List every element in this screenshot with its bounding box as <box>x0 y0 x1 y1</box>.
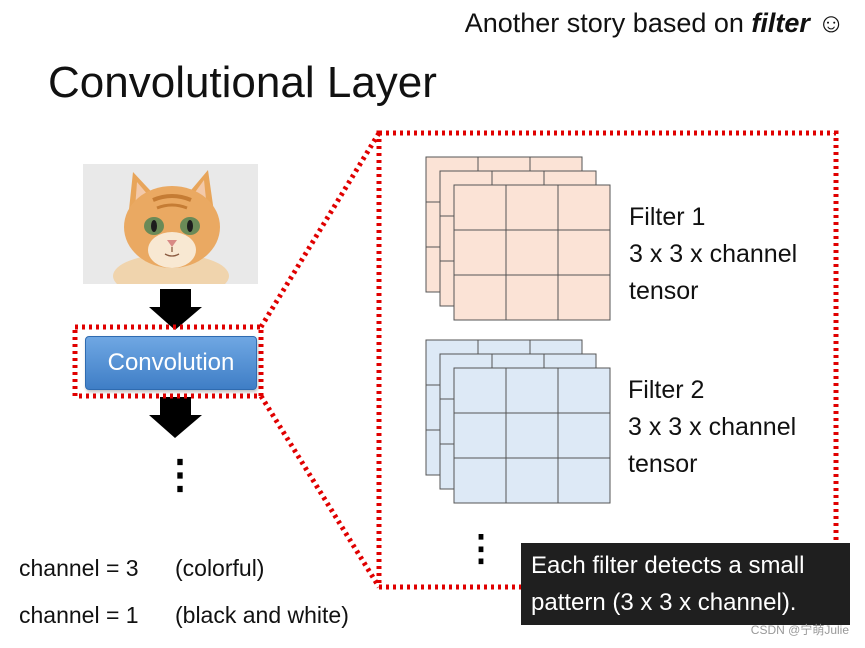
filter-1-stack <box>425 156 611 321</box>
filter-2-stack <box>425 339 611 504</box>
filter-ellipsis: ⋮ <box>463 527 499 568</box>
convolution-button[interactable]: Convolution <box>85 336 257 390</box>
subtitle: Another story based on filter ☺ <box>464 8 845 38</box>
page-title: Convolutional Layer <box>48 58 437 107</box>
filter-layer-3 <box>453 184 611 321</box>
down-arrow-icon <box>149 397 202 438</box>
filter-2-label: Filter 2 3 x 3 x channel tensor <box>628 376 797 478</box>
down-arrow-icon <box>149 289 202 330</box>
channel-3-note: (colorful) <box>175 555 265 581</box>
caption-box: Each filter detects a small pattern (3 x… <box>521 543 850 625</box>
smiley-icon: ☺ <box>809 8 845 38</box>
channel-1-text: channel = 1 <box>19 602 139 628</box>
cat-photo <box>83 164 258 284</box>
zoom-line-bottom <box>258 394 382 589</box>
watermark: CSDN @宁萌Julie <box>750 623 849 637</box>
channel-1-note: (black and white) <box>175 602 349 628</box>
filter-1-label: Filter 1 3 x 3 x channel tensor <box>629 203 798 305</box>
channel-3-text: channel = 3 <box>19 555 139 581</box>
subtitle-emphasis: filter <box>751 8 810 38</box>
zoom-line-top <box>258 131 382 329</box>
filter-layer-3 <box>453 367 611 504</box>
pipeline-ellipsis: ⋮ <box>160 453 200 497</box>
convolution-dotted-border <box>72 324 264 399</box>
